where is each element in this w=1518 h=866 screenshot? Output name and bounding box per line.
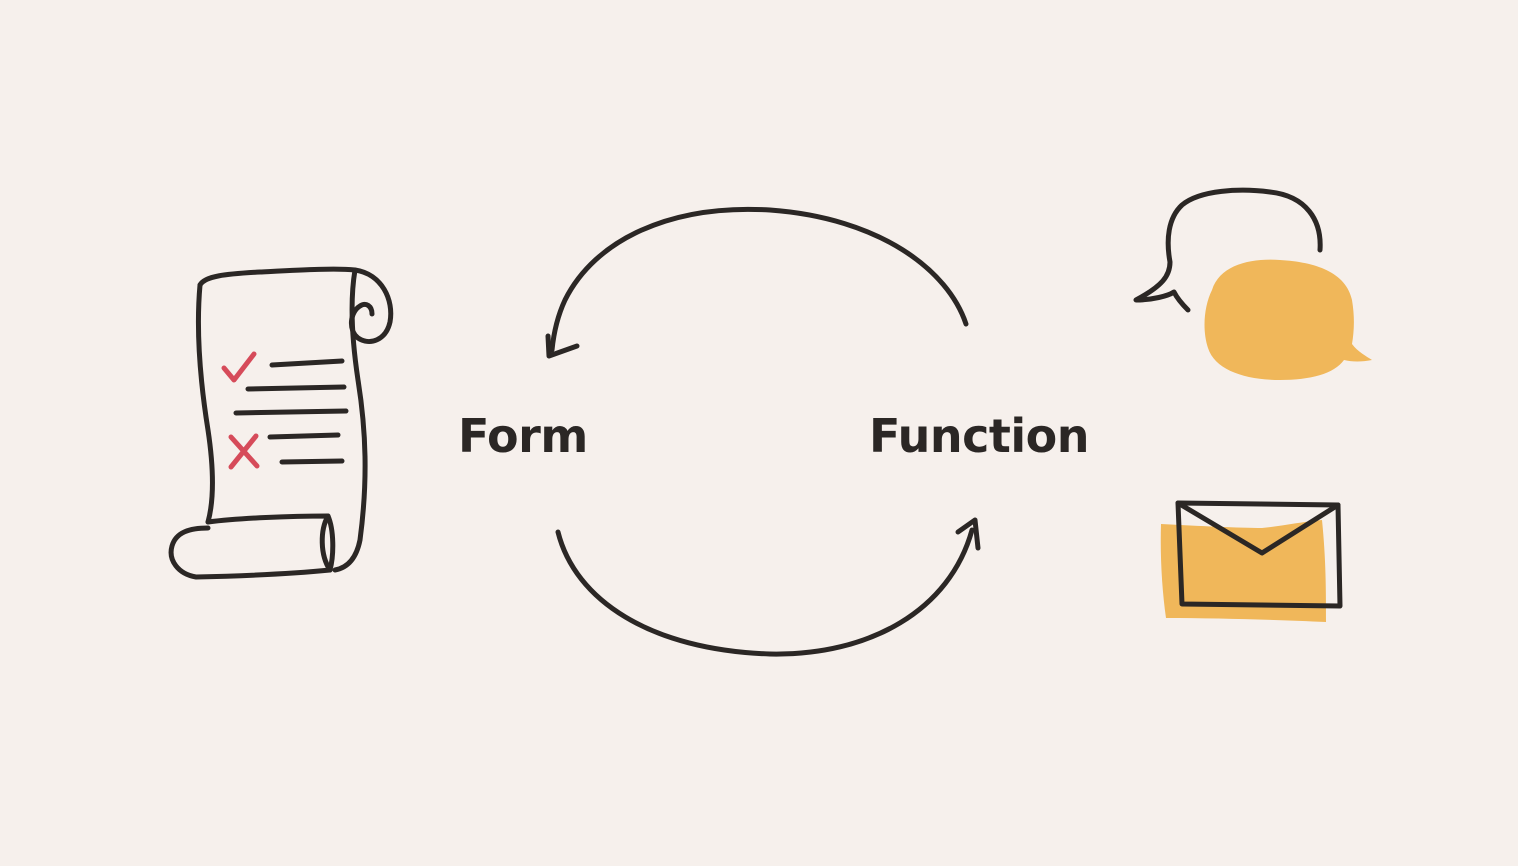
scroll-checklist-icon bbox=[168, 266, 394, 580]
cross-mark-icon bbox=[228, 433, 260, 470]
envelope-fill bbox=[1160, 520, 1326, 622]
speech-bubble-filled bbox=[1204, 259, 1372, 380]
checklist-lines bbox=[233, 358, 349, 465]
envelope-icon bbox=[1160, 500, 1343, 622]
speech-bubbles-icon bbox=[1133, 187, 1372, 380]
check-mark-icon bbox=[221, 351, 257, 383]
form-label: Form bbox=[458, 409, 588, 463]
arrow-curved-right-icon bbox=[555, 517, 981, 657]
function-label: Function bbox=[869, 409, 1090, 463]
arrow-curved-left-icon bbox=[545, 206, 969, 359]
